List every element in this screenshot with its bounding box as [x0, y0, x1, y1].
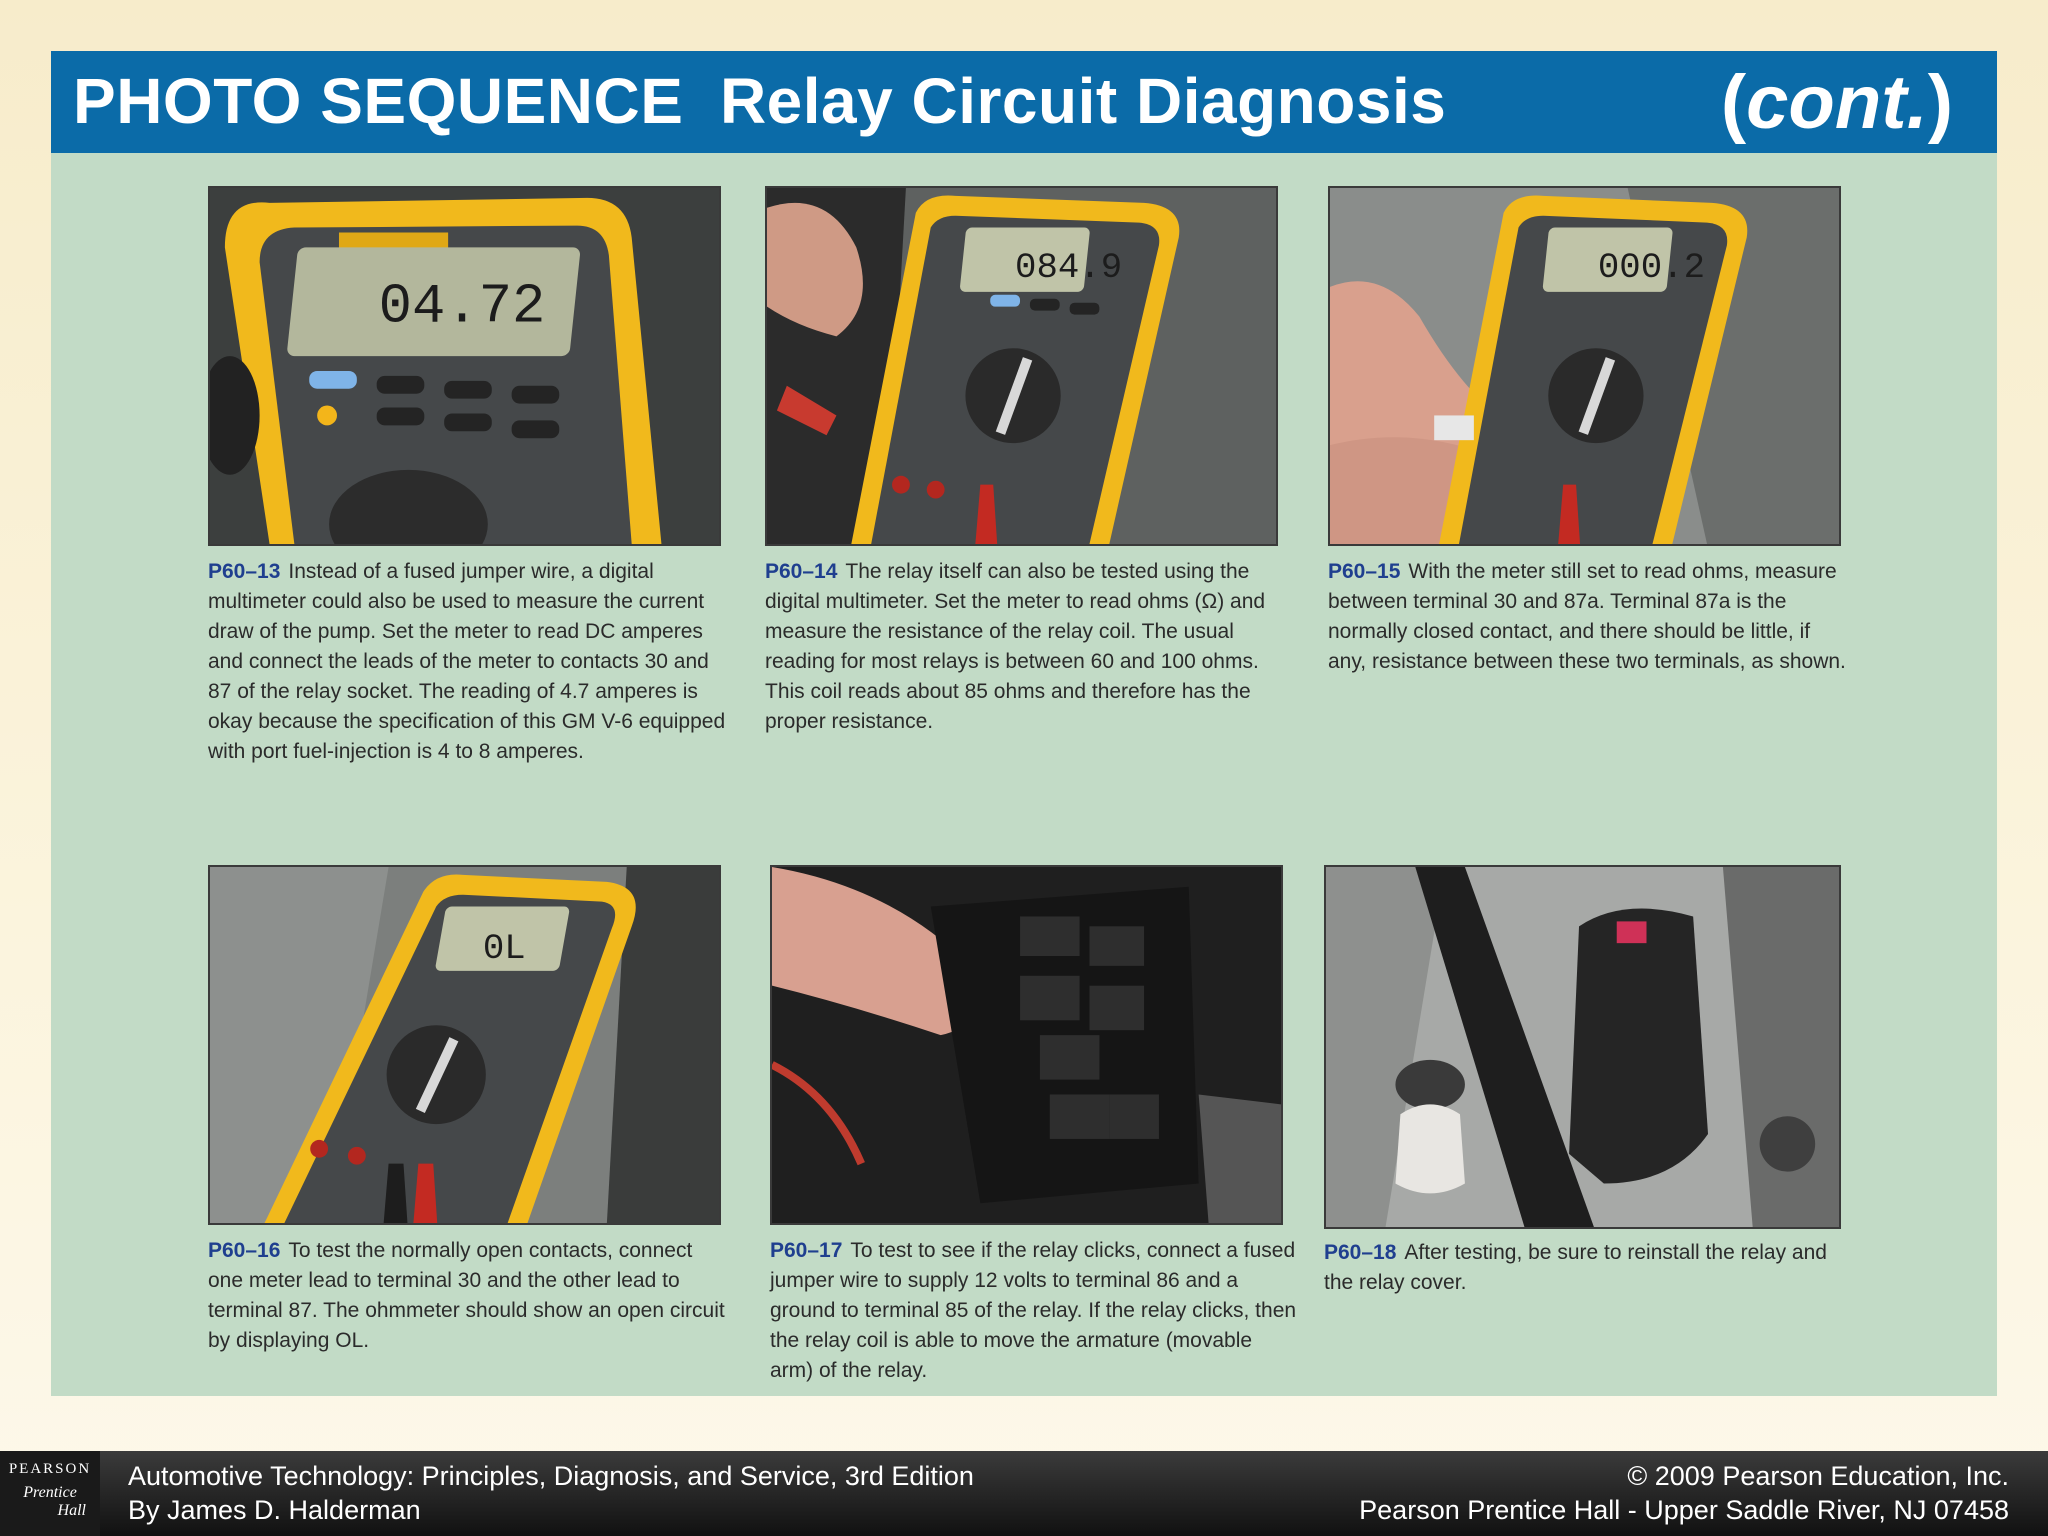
logo-prentice: Prentice	[23, 1484, 77, 1501]
multimeter-contacts-image: 000.2	[1330, 188, 1839, 544]
slide-title: PHOTO SEQUENCE Relay Circuit Diagnosis	[73, 65, 1447, 137]
photo-p60-16: 0L	[208, 865, 721, 1225]
photo-p60-14: 084.9	[765, 186, 1278, 546]
logo-pearson: PEARSON	[8, 1461, 92, 1477]
photo-p60-18	[1324, 865, 1841, 1229]
continued-label: (cont.)	[1721, 61, 1953, 145]
figure-id: P60–17	[770, 1239, 843, 1262]
continued-word: cont.	[1746, 60, 1928, 145]
figure-id: P60–18	[1324, 1241, 1397, 1264]
caption-text: After testing, be sure to reinstall the …	[1324, 1241, 1827, 1294]
caption-text: To test to see if the relay clicks, conn…	[770, 1239, 1297, 1382]
photo-p60-15: 000.2	[1328, 186, 1841, 546]
caption-text: With the meter still set to read ohms, m…	[1328, 560, 1846, 673]
publisher: Pearson Prentice Hall - Upper Saddle Riv…	[1359, 1495, 2009, 1525]
figure-id: P60–16	[208, 1239, 281, 1262]
multimeter-open-circuit-image: 0L	[210, 867, 719, 1223]
figure-id: P60–14	[765, 560, 838, 583]
multimeter-relay-image: 084.9	[767, 188, 1276, 544]
slide-header: PHOTO SEQUENCE Relay Circuit Diagnosis (…	[51, 51, 1997, 153]
footer-bar: PEARSON Prentice Hall Automotive Technol…	[0, 1451, 2048, 1536]
meter-display: 0L	[483, 928, 526, 969]
photo-p60-13: 04.72	[208, 186, 721, 546]
caption-text: Instead of a fused jumper wire, a digita…	[208, 560, 726, 763]
meter-display: 04.72	[379, 276, 546, 339]
meter-display: 084.9	[1015, 247, 1122, 288]
continued-close-paren: )	[1927, 60, 1953, 145]
figure-id: P60–15	[1328, 560, 1401, 583]
figure-id: P60–13	[208, 560, 281, 583]
relay-cover-image	[1326, 867, 1839, 1227]
author: By James D. Halderman	[128, 1495, 421, 1525]
fuse-box-relay-image	[772, 867, 1281, 1223]
book-title: Automotive Technology: Principles, Diagn…	[128, 1461, 974, 1491]
pearson-prentice-hall-logo: PEARSON Prentice Hall	[0, 1451, 100, 1536]
caption-text: The relay itself can also be tested usin…	[765, 560, 1266, 733]
meter-display: 000.2	[1598, 247, 1705, 288]
copyright: © 2009 Pearson Education, Inc.	[1627, 1461, 2009, 1491]
logo-hall: Hall	[57, 1502, 86, 1519]
continued-open-paren: (	[1720, 60, 1747, 145]
multimeter-image: 04.72	[210, 188, 719, 544]
photo-p60-17	[770, 865, 1283, 1225]
caption-text: To test the normally open contacts, conn…	[208, 1239, 725, 1352]
